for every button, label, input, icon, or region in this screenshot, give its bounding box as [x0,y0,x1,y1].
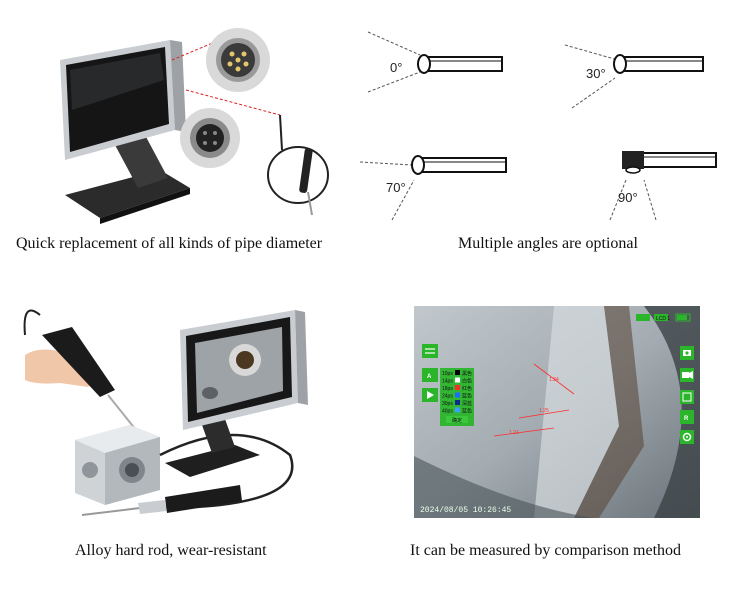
timestamp: 2024/08/05 10:26:45 [420,506,511,515]
angle-0-label: 0° [390,60,402,75]
auto-label: A [427,374,432,380]
lcd-badge: LCD 1 [656,316,670,322]
confirm-label[interactable]: 确定 [452,417,462,424]
angle-70-diagram: 70° [359,155,507,221]
length-option-row[interactable]: 30ps 深蓝 [442,400,472,407]
panel-pipe-replacement [40,20,340,230]
color-label: 白色 [462,378,472,385]
length-option-row[interactable]: 40ps 蓝色 [442,407,472,415]
angle-diagrams: 0° 30° 70° 90° [359,31,717,221]
caption-angle-options: Multiple angles are optional [458,235,638,252]
hand-icon [25,349,97,387]
connector-male-icon [206,28,270,92]
settings-button[interactable] [680,430,694,444]
color-label: 蓝色 [462,393,472,400]
caption-measurement: It can be measured by comparison method [410,542,682,559]
length-option-row[interactable]: 10ps 黑色 [442,370,472,377]
length-option-value: 24ps [442,394,453,400]
stand-neck [115,135,168,188]
color-swatch [455,392,460,398]
alloy-rod-illustration [23,309,308,516]
video-icon [682,372,689,378]
length-option-row[interactable]: 18ps 红色 [442,385,472,392]
stand-base [65,170,190,218]
panel-angle-options: 0° 30° 70° 90° [350,20,730,225]
tablet-probe-illustration [60,28,329,224]
tablet-stand [165,445,260,477]
lower-probe-icon [81,485,242,516]
angle-30-label: 30° [586,66,606,81]
length-option-menu[interactable]: 10ps 黑色 14ps 白色 18ps 红色 24ps 蓝色 30ps 深蓝 40ps 蓝色 确定 [440,368,474,426]
color-label: 蓝色 [462,408,472,415]
r-label: R [684,416,689,422]
length-option-value: 40ps [442,409,453,415]
measurement-2: 1.25 [539,408,549,414]
battery-indicator: LCD 1 [636,313,691,322]
color-label: 黑色 [462,370,472,377]
angle-90-label: 90° [618,190,638,205]
angle-90-diagram: 90° [609,151,717,221]
color-label: 红色 [462,385,472,392]
color-label: 深蓝 [462,400,472,407]
measurement-overlay: 1.34 1.25 1.21 [493,363,575,437]
gallery-icon [682,392,692,402]
record-r-button[interactable]: R [680,410,694,424]
probe-cable-icon [267,114,329,216]
length-option-row[interactable]: 14ps 白色 [442,377,472,385]
angle-0-diagram: 0° [367,31,503,93]
caption-alloy-rod: Alloy hard rod, wear-resistant [75,542,267,559]
color-swatch [455,377,460,383]
length-option-value: 18ps [442,386,453,392]
caption-pipe-replacement: Quick replacement of all kinds of pipe d… [16,235,323,252]
length-option-value: 14ps [442,379,453,385]
play-icon [427,391,434,399]
measurement-1: 1.34 [549,377,559,383]
length-option-value: 10ps [442,371,453,377]
angle-70-label: 70° [386,180,406,195]
auto-button[interactable]: A [422,368,438,382]
connector-female-icon [180,108,240,168]
settings-icon [682,432,692,442]
panel-alloy-rod [20,305,350,535]
color-swatch [455,370,460,375]
video-button[interactable] [680,368,694,382]
probe-handle-icon [42,327,115,397]
length-option-row[interactable]: 24ps 蓝色 [442,392,472,400]
color-swatch [455,407,460,413]
color-swatch [455,400,460,405]
metal-block-icon [75,425,160,505]
gallery-button[interactable] [680,390,694,404]
play-button[interactable] [422,388,438,402]
measurement-3: 1.21 [509,430,519,436]
menu-button[interactable] [422,344,438,358]
length-option-value: 30ps [442,401,453,407]
color-swatch [455,385,460,390]
angle-30-diagram: 30° [564,44,704,109]
camera-button[interactable] [680,346,694,360]
